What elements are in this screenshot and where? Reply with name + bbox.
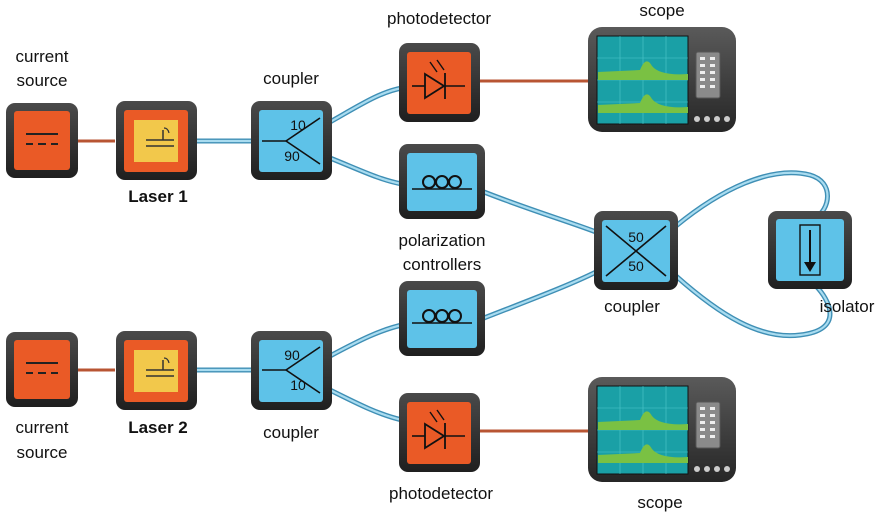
polarization-controller-1 bbox=[399, 144, 485, 219]
scope-1-trace-upper bbox=[598, 61, 688, 80]
scope-2-trace-upper bbox=[598, 411, 688, 430]
current-source-2 bbox=[6, 332, 78, 407]
current-source-1 bbox=[6, 103, 78, 178]
photodetector-1-label: photodetector bbox=[387, 9, 491, 28]
polarization-controller-2 bbox=[399, 281, 485, 356]
scope-2-label: scope bbox=[637, 493, 682, 512]
photodetector-1 bbox=[399, 43, 480, 122]
coupler-1-ratio-lower: 90 bbox=[284, 148, 300, 164]
coupler-center-ratio-lower: 50 bbox=[628, 258, 644, 274]
scope-1-label: scope bbox=[639, 1, 684, 20]
current-source-2-label-line1: current bbox=[16, 418, 69, 437]
scope-1-trace-lower bbox=[598, 94, 688, 113]
scope-2-trace-lower bbox=[598, 444, 688, 463]
scope-1 bbox=[588, 27, 736, 132]
laser-1-label: Laser 1 bbox=[128, 187, 188, 206]
laser-2 bbox=[116, 331, 197, 410]
current-source-2-label-line2: source bbox=[16, 443, 67, 462]
photodetector-2-label: photodetector bbox=[389, 484, 493, 503]
isolator-label: isolator bbox=[820, 297, 875, 316]
coupler-1 bbox=[251, 101, 332, 180]
coupler-1-ratio-upper: 10 bbox=[290, 117, 306, 133]
coupler-2-ratio-upper: 90 bbox=[284, 347, 300, 363]
coupler-center-ratio-upper: 50 bbox=[628, 229, 644, 245]
laser-1 bbox=[116, 101, 197, 180]
scope-2 bbox=[588, 377, 736, 482]
current-source-1-label-line1: current bbox=[16, 47, 69, 66]
photodetector-2 bbox=[399, 393, 480, 472]
coupler-2-label: coupler bbox=[263, 423, 319, 442]
polarization-label-line1: polarization bbox=[399, 231, 486, 250]
coupler-1-label: coupler bbox=[263, 69, 319, 88]
current-source-1-label-line2: source bbox=[16, 71, 67, 90]
coupler-center bbox=[594, 211, 678, 290]
coupler-2 bbox=[251, 331, 332, 410]
isolator bbox=[768, 211, 852, 289]
coupler-2-ratio-lower: 10 bbox=[290, 377, 306, 393]
coupler-center-label: coupler bbox=[604, 297, 660, 316]
polarization-label-line2: controllers bbox=[403, 255, 481, 274]
connections bbox=[75, 79, 833, 433]
laser-2-label: Laser 2 bbox=[128, 418, 188, 437]
